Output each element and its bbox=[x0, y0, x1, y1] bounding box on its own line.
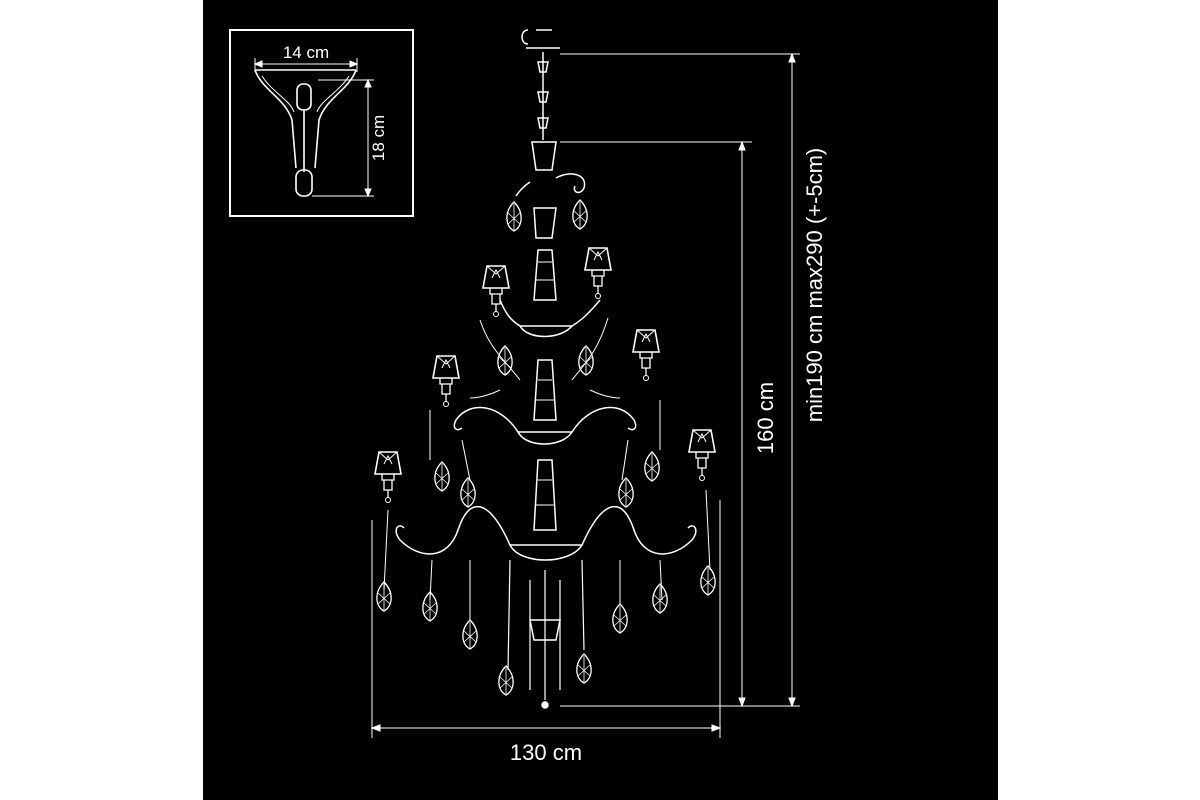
inset-canopy-detail: 14 cm 18 cm bbox=[229, 29, 414, 217]
body-height-dimension bbox=[560, 140, 752, 708]
total-height-dimension bbox=[560, 52, 800, 708]
overall-width-label: 130 cm bbox=[510, 740, 582, 765]
inset-height-label: 18 cm bbox=[369, 115, 388, 161]
inset-width-label: 14 cm bbox=[283, 43, 329, 62]
total-height-label: min190 cm max290 (+-5cm) bbox=[802, 148, 827, 422]
overall-width-dimension bbox=[370, 500, 722, 738]
width-dimension-line bbox=[253, 58, 359, 72]
diagram-panel bbox=[203, 0, 998, 800]
canopy-drawing bbox=[254, 69, 357, 197]
height-dimension-line bbox=[312, 78, 374, 198]
inset-frame bbox=[229, 29, 414, 217]
body-height-label: 160 cm bbox=[753, 382, 778, 454]
chandelier-drawing bbox=[374, 29, 716, 709]
